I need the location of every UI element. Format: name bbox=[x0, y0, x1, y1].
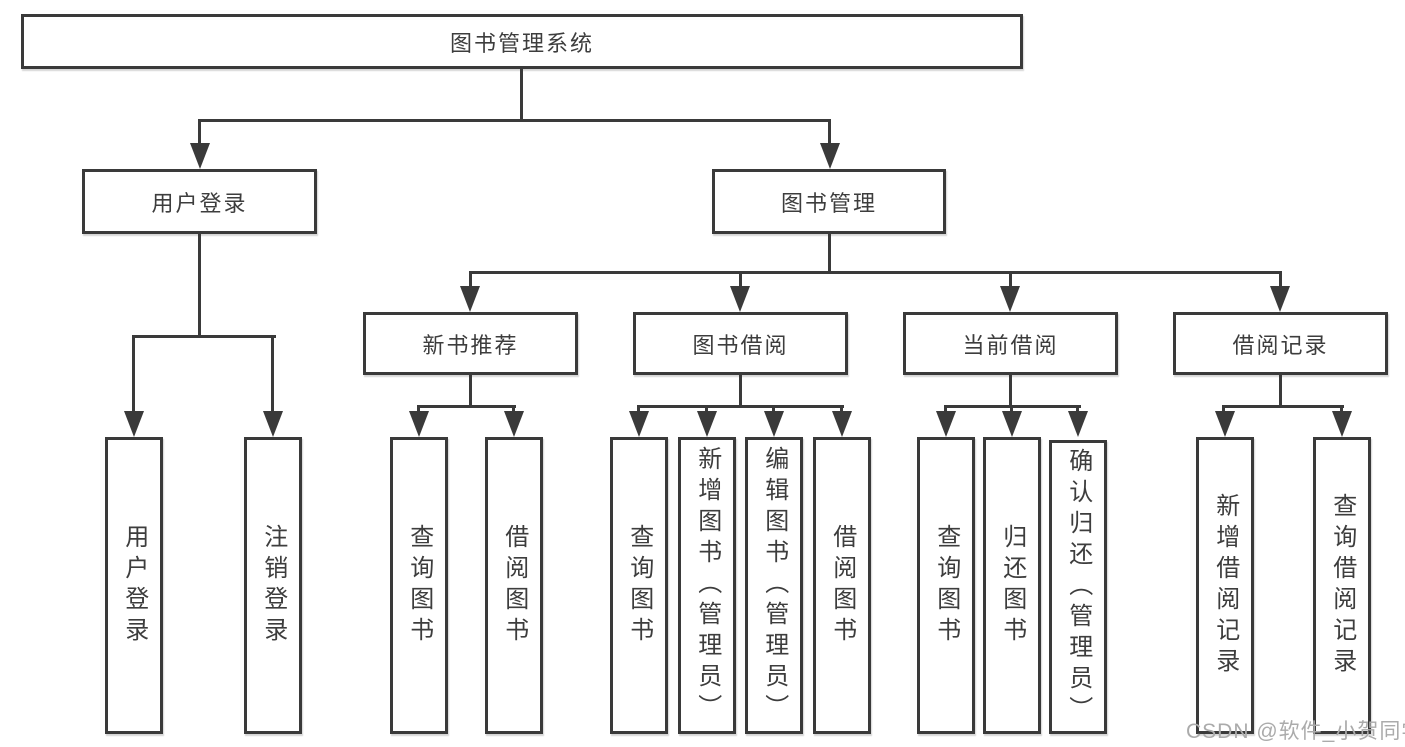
node-leaf-records-query: 查询借阅记录 bbox=[1313, 437, 1371, 734]
line-book-mgmt-stem bbox=[828, 234, 831, 273]
line-fork-level3 bbox=[469, 271, 1282, 274]
leaf-label: 用户登录 bbox=[120, 523, 148, 648]
leaf-label: 注销登录 bbox=[259, 523, 287, 648]
line-to-leaf-logout bbox=[271, 335, 274, 413]
line-fork-level2 bbox=[198, 119, 831, 122]
line-to-rc-add bbox=[1222, 405, 1225, 413]
line-to-leaf-user-login bbox=[132, 335, 135, 413]
node-leaf-newbooks-query: 查询图书 bbox=[390, 437, 448, 734]
leaf-label: 查询图书 bbox=[932, 523, 960, 648]
arrowhead-leaf-logout bbox=[263, 411, 283, 437]
line-to-cu-query bbox=[944, 405, 947, 413]
node-leaf-current-return: 归还图书 bbox=[983, 437, 1041, 734]
arrowhead-bw-query bbox=[629, 411, 649, 437]
leaf-label: 新增图书（管理员） bbox=[693, 446, 721, 725]
node-leaf-borrowing-query: 查询图书 bbox=[610, 437, 668, 734]
node-leaf-records-add: 新增借阅记录 bbox=[1196, 437, 1254, 734]
line-to-bw-borrow bbox=[840, 405, 843, 413]
node-user-login: 用户登录 bbox=[82, 169, 317, 234]
node-leaf-current-confirm-admin: 确认归还（管理员） bbox=[1049, 440, 1107, 734]
leaf-label: 归还图书 bbox=[998, 523, 1026, 648]
line-to-borrowing bbox=[739, 271, 742, 288]
arrowhead-rc-add bbox=[1215, 411, 1235, 437]
node-current: 当前借阅 bbox=[903, 312, 1118, 375]
arrowhead-leaf-user-login bbox=[124, 411, 144, 437]
line-records-stem bbox=[1279, 375, 1282, 407]
arrowhead-bw-borrow bbox=[832, 411, 852, 437]
arrowhead-bw-edit bbox=[764, 411, 784, 437]
leaf-label: 确认归还（管理员） bbox=[1064, 447, 1092, 727]
node-borrowing: 图书借阅 bbox=[633, 312, 848, 375]
node-leaf-user-login: 用户登录 bbox=[105, 437, 163, 734]
arrowhead-user-login bbox=[190, 143, 210, 169]
leaf-label: 借阅图书 bbox=[828, 523, 856, 648]
arrowhead-borrowing bbox=[730, 286, 750, 312]
node-leaf-borrowing-add-admin: 新增图书（管理员） bbox=[678, 437, 736, 734]
line-to-nb-query bbox=[417, 405, 420, 413]
node-leaf-logout: 注销登录 bbox=[244, 437, 302, 734]
line-root-stem bbox=[520, 69, 523, 121]
line-to-book-mgmt bbox=[828, 119, 831, 147]
line-to-bw-query bbox=[637, 405, 640, 413]
line-fork-user-login bbox=[132, 335, 276, 338]
line-to-bw-add bbox=[705, 405, 708, 413]
line-to-bw-edit bbox=[772, 405, 775, 413]
node-leaf-borrowing-edit-admin: 编辑图书（管理员） bbox=[745, 437, 803, 734]
arrowhead-nb-borrow bbox=[504, 411, 524, 437]
arrowhead-cu-query bbox=[936, 411, 956, 437]
leaf-label: 查询图书 bbox=[625, 523, 653, 648]
line-fork-new-books bbox=[417, 405, 516, 408]
line-user-login-stem bbox=[198, 234, 201, 337]
line-fork-borrowing bbox=[637, 405, 844, 408]
node-book-mgmt: 图书管理 bbox=[712, 169, 946, 234]
arrowhead-cu-confirm bbox=[1068, 411, 1088, 437]
arrowhead-current bbox=[1000, 286, 1020, 312]
leaf-label: 查询借阅记录 bbox=[1328, 492, 1356, 679]
arrowhead-rc-query bbox=[1332, 411, 1352, 437]
line-to-new-books bbox=[469, 271, 472, 288]
node-new-books: 新书推荐 bbox=[363, 312, 578, 375]
arrowhead-cu-return bbox=[1002, 411, 1022, 437]
arrowhead-records bbox=[1270, 286, 1290, 312]
line-to-nb-borrow bbox=[512, 405, 515, 413]
node-root: 图书管理系统 bbox=[21, 14, 1023, 69]
line-new-books-stem bbox=[469, 375, 472, 407]
node-records: 借阅记录 bbox=[1173, 312, 1388, 375]
line-to-cu-return bbox=[1010, 405, 1013, 413]
leaf-label: 编辑图书（管理员） bbox=[760, 446, 788, 725]
arrowhead-bw-add bbox=[697, 411, 717, 437]
line-fork-records bbox=[1222, 405, 1344, 408]
node-leaf-borrowing-borrow: 借阅图书 bbox=[813, 437, 871, 734]
line-to-records bbox=[1279, 271, 1282, 288]
leaf-label: 借阅图书 bbox=[500, 523, 528, 648]
line-to-cu-confirm bbox=[1076, 405, 1079, 413]
node-leaf-newbooks-borrow: 借阅图书 bbox=[485, 437, 543, 734]
csdn-watermark: CSDN @软件_小贺同学 bbox=[1186, 720, 1405, 743]
line-borrowing-stem bbox=[739, 375, 742, 407]
line-to-user-login bbox=[198, 119, 201, 147]
leaf-label: 新增借阅记录 bbox=[1211, 492, 1239, 679]
node-leaf-current-query: 查询图书 bbox=[917, 437, 975, 734]
arrowhead-nb-query bbox=[409, 411, 429, 437]
arrowhead-new-books bbox=[460, 286, 480, 312]
leaf-label: 查询图书 bbox=[405, 523, 433, 648]
line-to-current bbox=[1009, 271, 1012, 288]
line-to-rc-query bbox=[1340, 405, 1343, 413]
arrowhead-book-mgmt bbox=[820, 143, 840, 169]
line-current-stem bbox=[1009, 375, 1012, 407]
